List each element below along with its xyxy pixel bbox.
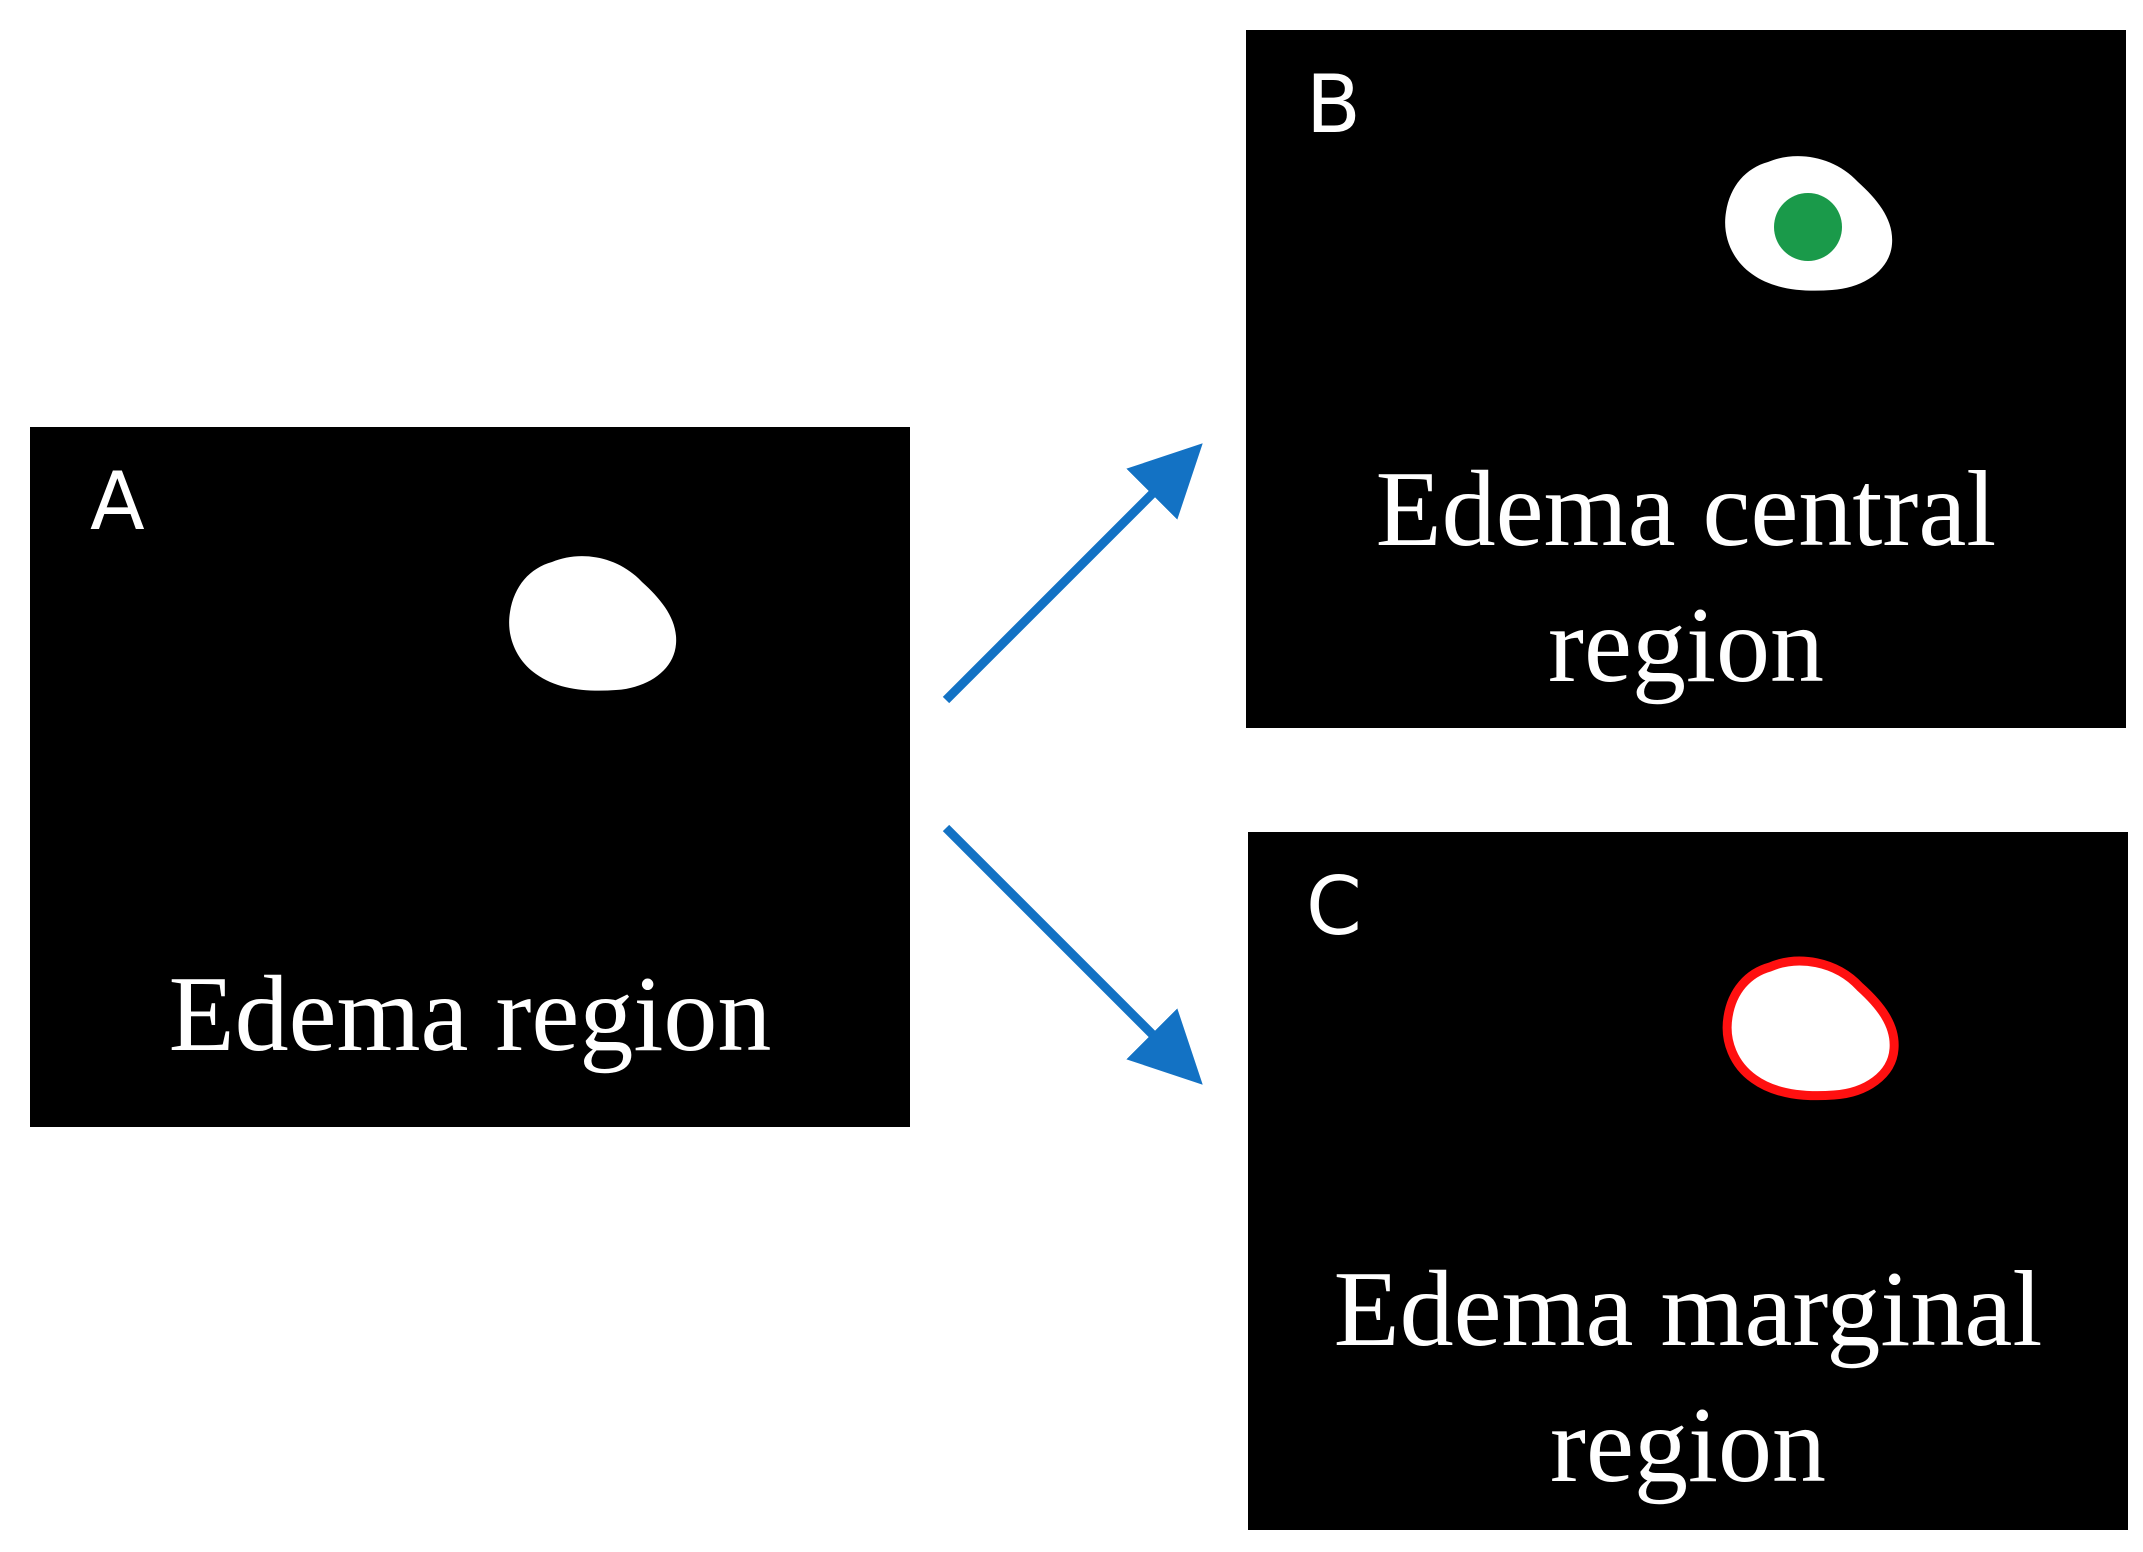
panel-label-a: A [90, 455, 145, 548]
panel-edema-central-region: B Edema central region [1246, 30, 2126, 728]
panel-edema-region: A Edema region [30, 427, 910, 1127]
panel-caption-b: Edema central region [1375, 450, 1997, 705]
panel-caption-c: Edema marginal region [1333, 1250, 2043, 1505]
edema-blob-marginal [1722, 956, 1899, 1101]
central-marker-dot [1774, 193, 1842, 261]
panel-label-c: C [1306, 860, 1362, 953]
edema-blob-central [1725, 156, 1893, 291]
arrow-to-marginal-region [942, 824, 1203, 1085]
arrow-to-central-region [942, 443, 1203, 704]
panel-edema-marginal-region: C Edema marginal region [1248, 832, 2128, 1530]
edema-blob [509, 556, 677, 691]
panel-label-b: B [1306, 58, 1361, 151]
panel-caption-a: Edema region [168, 955, 772, 1074]
